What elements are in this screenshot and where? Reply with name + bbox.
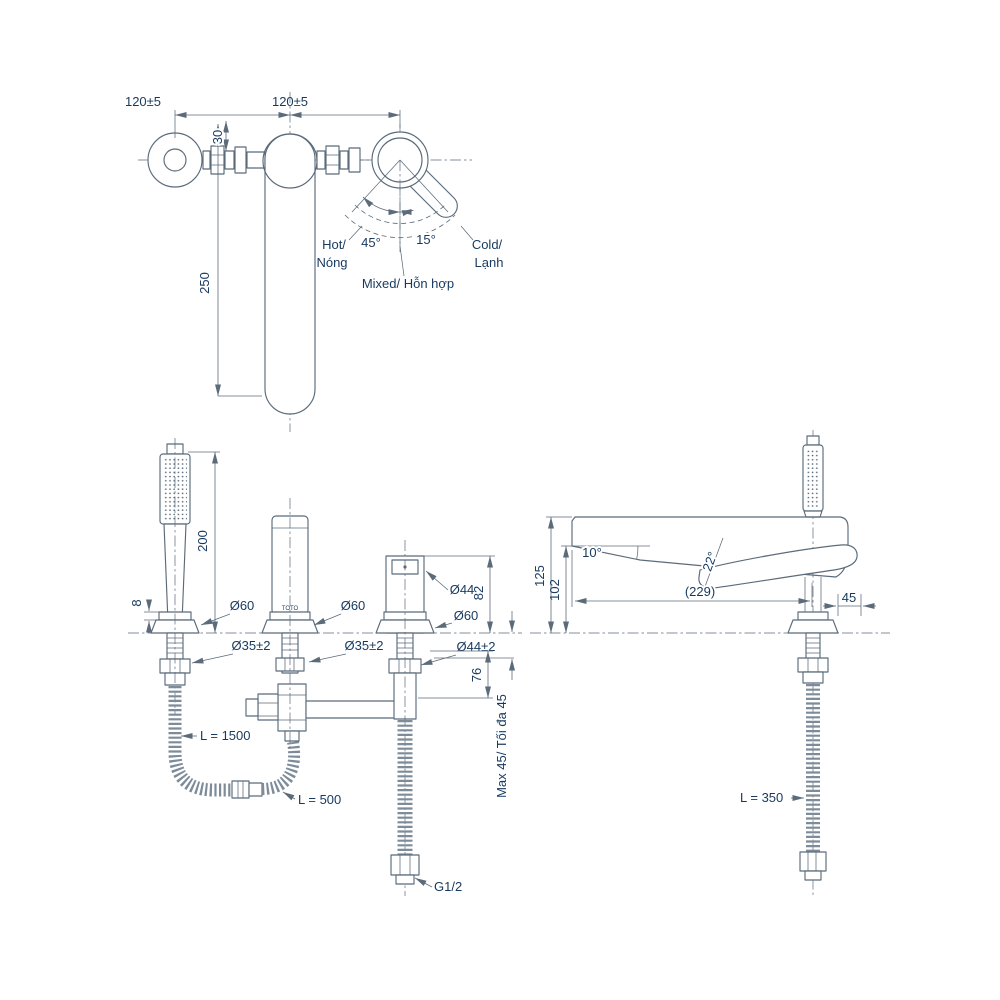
faucet-body-side (571, 516, 858, 612)
handle-top-view (344, 131, 474, 277)
hose-500-label: L = 500 (298, 792, 341, 807)
dim-120-right-label: 120±5 (272, 94, 308, 109)
dim-125-label: 125 (532, 565, 547, 587)
cold-label-line1: Cold/ (472, 237, 503, 252)
dim-max45-label: Max 45/ Tối đa 45 (494, 694, 509, 798)
handle-lever-side (698, 544, 858, 589)
spout-escutcheon (261, 619, 319, 634)
dim-250-label: 250 (197, 272, 212, 294)
top-view: 120±5 120±5 30 250 45° 15° Hot/ Nóng Col… (125, 92, 503, 432)
hose-350-label: L = 350 (740, 790, 783, 805)
dim-229-label: (229) (685, 584, 715, 599)
connect-hose-500 (261, 741, 301, 795)
dim-d60-valve-label: Ø60 (454, 608, 479, 623)
hot-label-line2: Nóng (316, 255, 347, 270)
supply-nut (390, 854, 420, 876)
hand-shower-side (802, 435, 824, 518)
left-fittings (202, 145, 266, 175)
dim-d60-spout-label: Ø60 (341, 598, 366, 613)
dim-d35-spout-label: Ø35±2 (345, 638, 384, 653)
hose-coupling (231, 780, 250, 799)
valve-front (375, 540, 435, 896)
cold-label-line2: Lạnh (475, 255, 504, 270)
dim-d60-holder-label: Ø60 (230, 598, 255, 613)
dim-45-label: 45 (842, 590, 856, 605)
side-under-deck (787, 611, 839, 881)
angle-45-arc (362, 196, 401, 216)
dim-8-label: 8 (129, 599, 144, 606)
thread-g12-label: G1/2 (434, 879, 462, 894)
dim-102-label: 102 (547, 579, 562, 601)
dim-76-label: 76 (469, 668, 484, 682)
hose-1500-label: L = 1500 (200, 728, 250, 743)
mixer-tee (277, 683, 307, 732)
spout-top-view (264, 133, 316, 415)
dim-120-left-label: 120±5 (125, 94, 161, 109)
angle-15-label: 15° (416, 232, 436, 247)
angle-15-arc (399, 208, 414, 217)
hand-shower-front (150, 438, 200, 714)
front-view: TOTO (128, 438, 522, 896)
dim-d44-2-label: Ø44±2 (457, 639, 496, 654)
side-view: 125 102 10° 22° (229) 45 L = 350 (530, 430, 890, 895)
brand-logo: TOTO (282, 606, 299, 612)
holder-escutcheon (150, 619, 200, 634)
angle-45-label: 45° (361, 235, 381, 250)
right-fittings (316, 145, 372, 175)
spout-front: TOTO (245, 498, 397, 748)
angle-10-label: 10° (582, 545, 602, 560)
shower-hose-1500 (168, 686, 232, 797)
shower-holder-top (147, 132, 203, 188)
dim-d35-holder-label: Ø35±2 (232, 638, 271, 653)
mixed-label: Mixed/ Hỗn hợp (362, 276, 454, 291)
hot-label-line1: Hot/ (322, 237, 346, 252)
manifold-pipe (305, 700, 397, 719)
dim-82-label: 82 (471, 586, 486, 600)
dim-d44-label: Ø44 (450, 582, 475, 597)
dim-200-label: 200 (195, 530, 210, 552)
dim-30-label: 30 (210, 130, 225, 144)
